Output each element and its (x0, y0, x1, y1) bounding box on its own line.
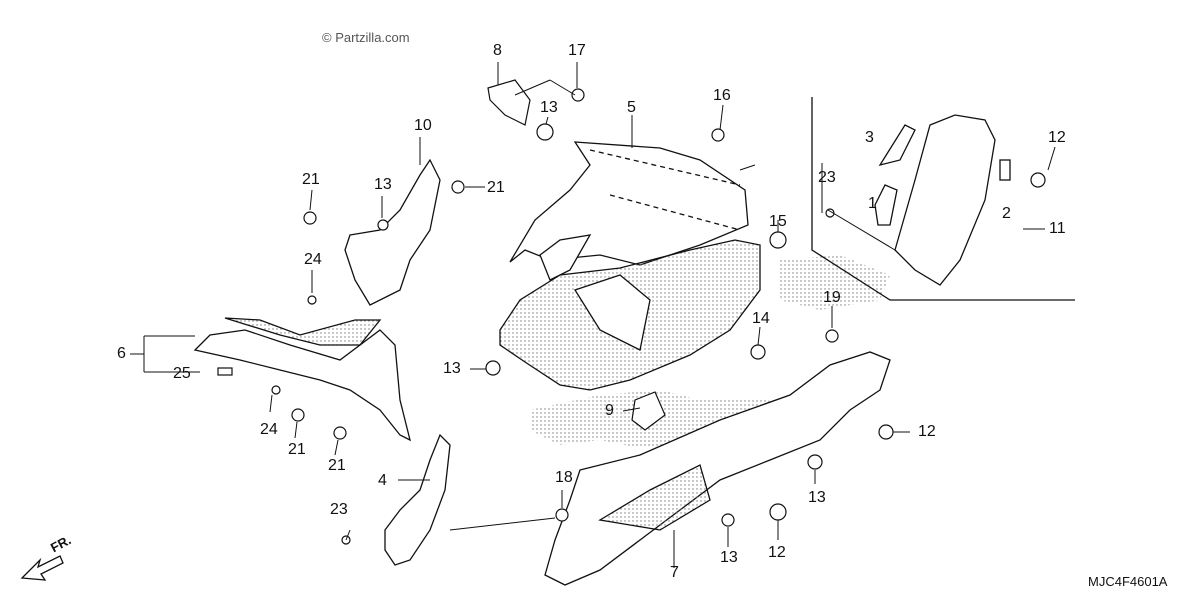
part-callout[interactable]: 25 (173, 365, 191, 382)
leader-lines (130, 62, 1056, 568)
part-callout[interactable]: 3 (865, 129, 874, 146)
duct-part-4 (384, 433, 451, 566)
watermark: © Partzilla.com (322, 30, 410, 45)
inset-box-part-11 (811, 97, 1075, 301)
part-callout[interactable]: 13 (374, 176, 392, 193)
part-callout[interactable]: 9 (605, 402, 614, 419)
dotted-fairing-shading (530, 255, 890, 448)
part-callout[interactable]: 13 (540, 99, 558, 116)
part-callout[interactable]: 21 (288, 441, 306, 458)
part-callout[interactable]: 11 (1049, 220, 1066, 237)
upper-fairing-part-5 (499, 141, 761, 391)
part-callout[interactable]: 21 (487, 179, 505, 196)
part-callout[interactable]: 13 (443, 360, 461, 377)
part-callout[interactable]: 12 (1048, 129, 1066, 146)
part-callout[interactable]: 8 (493, 42, 502, 59)
part-callout[interactable]: 17 (568, 42, 586, 59)
front-direction-arrow-icon (20, 555, 64, 581)
part-callout[interactable]: 13 (808, 489, 826, 506)
part-callout[interactable]: 16 (713, 87, 731, 104)
diagram-code: MJC4F4601A (1088, 574, 1168, 589)
part-callout[interactable]: 14 (752, 310, 770, 327)
part-callout[interactable]: 12 (768, 544, 786, 561)
part-callout[interactable]: 24 (260, 421, 278, 438)
bracket-part-10 (344, 158, 441, 306)
part-callout[interactable]: 21 (328, 457, 346, 474)
part-callout[interactable]: 6 (117, 345, 126, 362)
hardware-fasteners (217, 79, 1046, 545)
part-callout[interactable]: 4 (378, 472, 387, 489)
part-callout[interactable]: 23 (818, 169, 836, 186)
part-callout[interactable]: 23 (330, 501, 348, 518)
part-callout[interactable]: 13 (720, 549, 738, 566)
part-callout[interactable]: 2 (1002, 205, 1011, 222)
part-callout[interactable]: 7 (670, 564, 679, 581)
part-callout[interactable]: 15 (769, 213, 787, 230)
part-callout[interactable]: 5 (627, 99, 636, 116)
inner-fairing-part-6 (193, 317, 411, 442)
lower-cowl-part-7 (544, 351, 891, 586)
part-callout[interactable]: 12 (918, 423, 936, 440)
part-callout[interactable]: 10 (414, 117, 432, 134)
part-callout[interactable]: 1 (868, 195, 877, 212)
part-callout[interactable]: 21 (302, 171, 320, 188)
part-callout[interactable]: 24 (304, 251, 322, 268)
part-callout[interactable]: 18 (555, 469, 573, 486)
part-callout[interactable]: 19 (823, 289, 841, 306)
